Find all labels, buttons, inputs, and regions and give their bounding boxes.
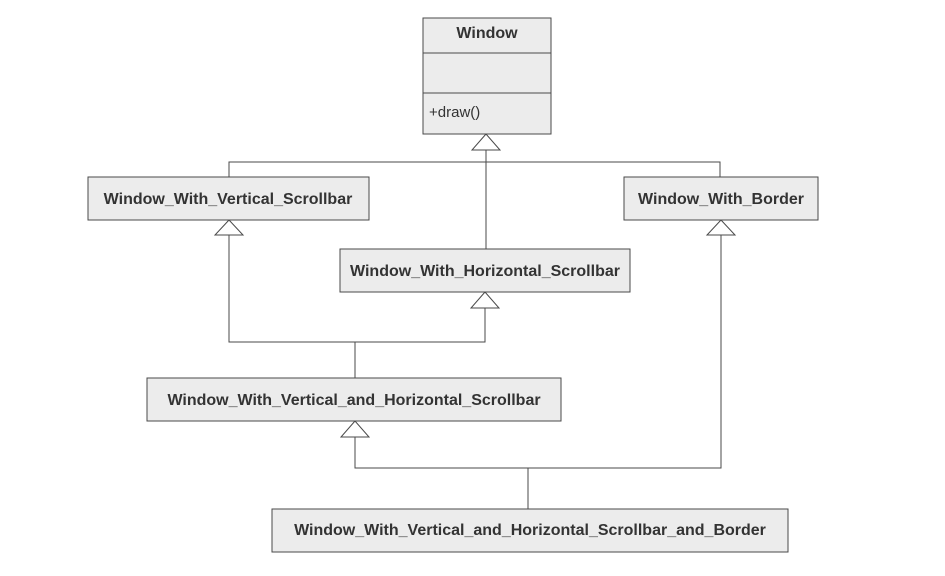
class-horizontal-scrollbar-name: Window_With_Horizontal_Scrollbar (350, 263, 620, 280)
class-horizontal-scrollbar[interactable]: Window_With_Horizontal_Scrollbar (339, 248, 631, 293)
class-horizontal-scrollbar-box (339, 248, 631, 293)
class-window-name: Window (456, 25, 518, 42)
class-vert-horiz-scrollbar-border[interactable]: Window_With_Vertical_and_Horizontal_Scro… (271, 508, 789, 553)
class-window-method-draw: +draw() (429, 104, 480, 121)
class-vertical-scrollbar[interactable]: Window_With_Vertical_Scrollbar (87, 176, 370, 221)
inheritance-arrowheads (213, 133, 737, 438)
arrowhead-to-verthoriz (339, 420, 371, 438)
class-vertical-scrollbar-name: Window_With_Vertical_Scrollbar (104, 191, 353, 208)
class-vert-horiz-scrollbar-border-name: Window_With_Vertical_and_Horizontal_Scro… (294, 522, 766, 539)
class-vert-horiz-scrollbar-box (146, 377, 562, 422)
class-vert-horiz-scrollbar[interactable]: Window_With_Vertical_and_Horizontal_Scro… (146, 377, 562, 422)
class-border[interactable]: Window_With_Border (623, 176, 819, 221)
class-vertical-scrollbar-box (87, 176, 370, 221)
edge-vertical-to-window (228, 161, 721, 177)
inheritance-edges (228, 150, 722, 509)
class-border-box (623, 176, 819, 221)
arrowhead-to-horizontal (469, 291, 501, 309)
arrowhead-to-vertical (213, 219, 245, 236)
class-vert-horiz-scrollbar-name: Window_With_Vertical_and_Horizontal_Scro… (167, 392, 540, 409)
class-window-box (422, 17, 552, 135)
edge-verthorizborder-to-verthoriz (354, 235, 722, 469)
arrowhead-to-border (705, 219, 737, 236)
class-window[interactable]: Window +draw() (422, 17, 552, 135)
class-vert-horiz-scrollbar-border-box (271, 508, 789, 553)
edge-verthoriz-to-vertical (228, 235, 486, 343)
class-border-name: Window_With_Border (638, 191, 804, 208)
arrowhead-to-window (470, 133, 502, 151)
